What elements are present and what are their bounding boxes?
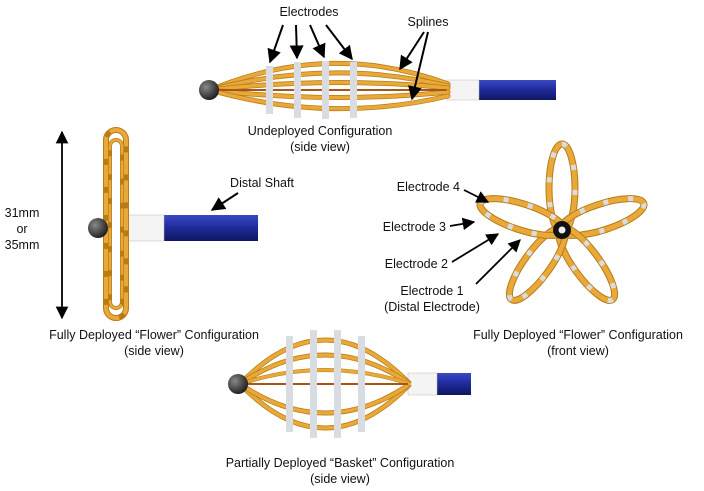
basket-catheter [228, 330, 471, 438]
dimension-or: or [16, 222, 28, 236]
electrode-bands-top [266, 61, 357, 119]
petal [556, 195, 648, 239]
distal-shaft-label: Distal Shaft [230, 176, 294, 190]
electrode-4-label: Electrode 4 [396, 180, 460, 194]
undeployed-caption: Undeployed Configuration [247, 124, 393, 138]
basket-caption: Partially Deployed “Basket” Configuratio… [225, 456, 455, 470]
basket-caption-view: (side view) [310, 472, 370, 486]
petal [476, 195, 568, 239]
spline-bundle [207, 60, 451, 112]
undeployed-catheter [199, 60, 556, 119]
electrode-1-label: Electrode 1 [400, 284, 464, 298]
distal-shaft [437, 373, 471, 395]
basket-splines [238, 337, 412, 431]
flower-front-caption-view: (front view) [547, 344, 609, 358]
top-arrows [267, 24, 429, 101]
distal-shaft [478, 80, 556, 100]
flower-side-caption-view: (side view) [124, 344, 184, 358]
splines-label: Splines [407, 15, 449, 29]
electrode-arrows [449, 189, 521, 285]
electrode-3-label: Electrode 3 [382, 220, 446, 234]
electrode-2-label: Electrode 2 [384, 257, 448, 271]
electrode-bands-basket [286, 330, 365, 438]
electrode-1-sublabel: (Distal Electrode) [384, 300, 480, 314]
flower-side-caption: Fully Deployed “Flower” Configuration [49, 328, 259, 342]
undeployed-caption-view: (side view) [290, 140, 350, 154]
shaft-white-band [127, 214, 165, 242]
distal-tip [199, 80, 219, 100]
side-petals [103, 127, 129, 321]
flower-front-view [476, 140, 648, 304]
distal-tip [88, 218, 108, 238]
distal-tip [228, 374, 248, 394]
shaft-white-band [407, 372, 438, 396]
electrodes-label: Electrodes [279, 5, 339, 19]
flower-front-caption: Fully Deployed “Flower” Configuration [473, 328, 683, 342]
flower-side-catheter [88, 127, 258, 321]
dimension-value-2: 35mm [4, 238, 40, 252]
shaft-white-band [446, 79, 480, 101]
center-hole [558, 226, 566, 234]
distal-shaft-arrow [210, 192, 239, 211]
distal-shaft [164, 215, 258, 241]
dimension-value-1: 31mm [4, 206, 40, 220]
